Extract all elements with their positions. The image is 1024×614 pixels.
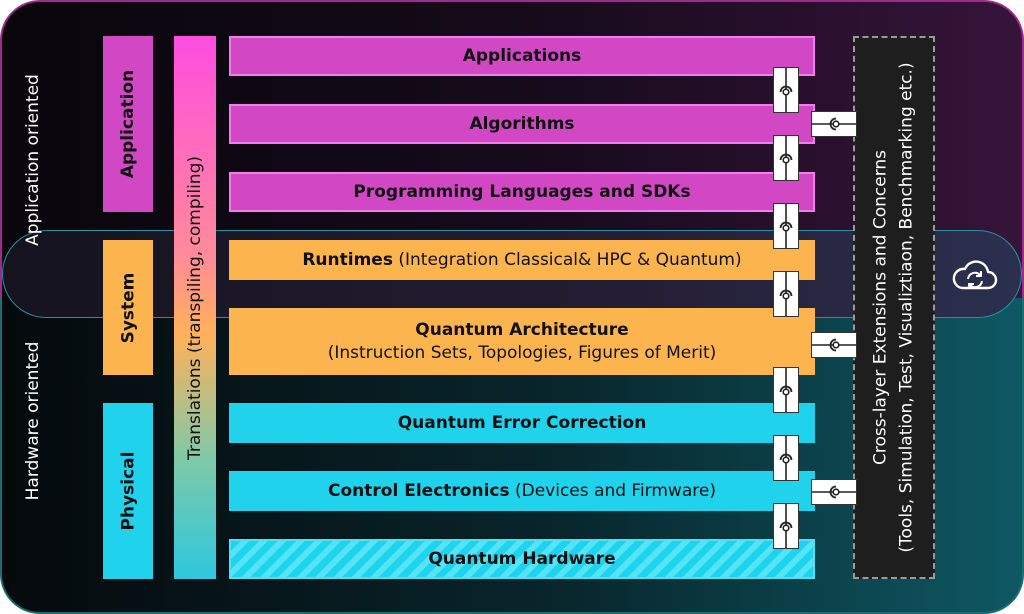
quantum-architecture-bar: Quantum Architecture (Instruction Sets, …: [229, 308, 815, 375]
translations-column: Translations (transpiling, compiling): [174, 36, 216, 579]
physical-layer-block: Physical: [103, 403, 153, 579]
programming-languages-bar: Programming Languages and SDKs: [229, 172, 815, 212]
quantum-architecture-detail: (Instruction Sets, Topologies, Figures o…: [327, 342, 717, 363]
plug-socket-icon: [811, 479, 857, 505]
quantum-error-correction-title: Quantum Error Correction: [397, 412, 647, 433]
runtimes-title: Runtimes: [302, 249, 393, 270]
system-layer-label: System: [118, 272, 139, 343]
plug-socket-icon: [773, 503, 799, 549]
cross-layer-box: Cross-layer Extensions and Concerns (Too…: [853, 36, 935, 579]
plug-socket-icon: [811, 111, 857, 137]
physical-layer-label: Physical: [118, 451, 138, 531]
plug-socket-icon: [773, 203, 799, 249]
algorithms-bar: Algorithms: [229, 104, 815, 144]
programming-languages-title: Programming Languages and SDKs: [353, 181, 691, 202]
application-layer-block: Application: [103, 36, 153, 212]
quantum-hardware-title: Quantum Hardware: [428, 548, 616, 569]
cross-layer-title: Cross-layer Extensions and Concerns: [870, 149, 891, 466]
application-oriented-label: Application oriented: [23, 74, 43, 246]
runtimes-bar: Runtimes (Integration Classical& HPC & Q…: [229, 240, 815, 280]
quantum-hardware-bar: Quantum Hardware: [229, 539, 815, 579]
application-layer-label: Application: [118, 69, 138, 179]
hardware-oriented-label: Hardware oriented: [23, 341, 43, 501]
plug-socket-icon: [773, 271, 799, 317]
plug-socket-icon: [773, 67, 799, 113]
runtimes-detail: (Integration Classical& HPC & Quantum): [392, 249, 742, 270]
plug-socket-icon: [773, 435, 799, 481]
translations-label: Translations (transpiling, compiling): [185, 155, 205, 460]
applications-title: Applications: [462, 45, 582, 66]
control-electronics-title: Control Electronics: [328, 480, 510, 501]
control-electronics-bar: Control Electronics (Devices and Firmwar…: [229, 471, 815, 511]
plug-socket-icon: [773, 367, 799, 413]
system-layer-block: System: [103, 240, 153, 375]
algorithms-title: Algorithms: [469, 113, 575, 134]
cross-layer-detail: (Tools, Simulation, Test, Visualiztiaon,…: [896, 62, 916, 553]
quantum-architecture-title: Quantum Architecture: [415, 319, 629, 340]
quantum-error-correction-bar: Quantum Error Correction: [229, 403, 815, 443]
plug-socket-icon: [773, 135, 799, 181]
plug-socket-icon: [811, 332, 857, 358]
applications-bar: Applications: [229, 36, 815, 76]
cloud-sync-icon: [948, 254, 1000, 296]
control-electronics-detail: (Devices and Firmware): [509, 480, 716, 501]
